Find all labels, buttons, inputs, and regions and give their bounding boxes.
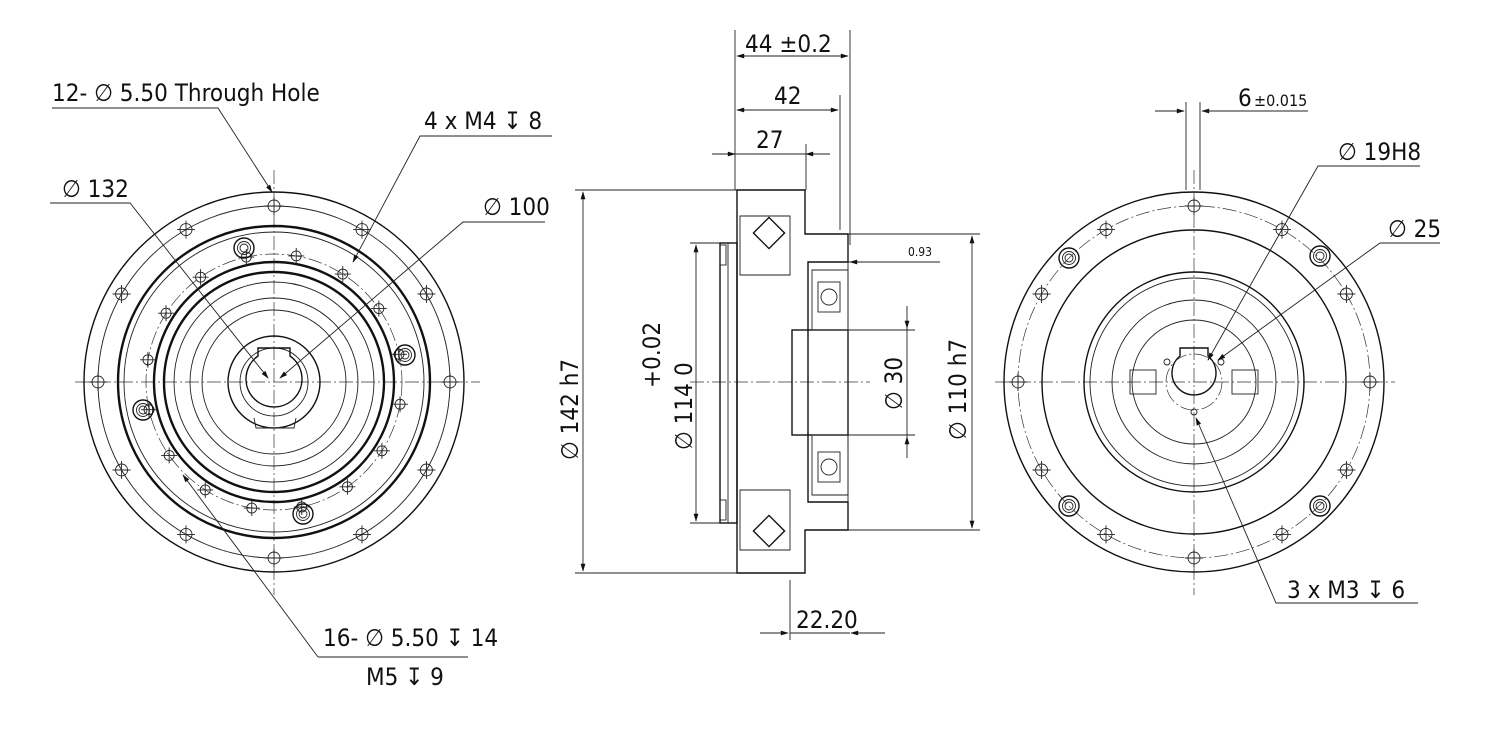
- front-tapped-holes: [139, 247, 409, 517]
- through-hole: [1185, 549, 1203, 567]
- through-hole: [1273, 525, 1291, 544]
- dim-30: ∅ 30: [880, 357, 908, 410]
- rear-view: [995, 170, 1395, 595]
- through-hole: [417, 285, 436, 303]
- dim-114-tol-upper: +0.02: [638, 322, 666, 388]
- tapped-hole: [288, 247, 305, 264]
- dim-22-20: 22.20: [796, 606, 858, 634]
- dim-42: 42: [774, 82, 801, 110]
- through-hole: [1032, 461, 1051, 479]
- through-hole-callout: 12- ∅ 5.50 Through Hole: [52, 79, 320, 107]
- tapped-hole: [139, 351, 156, 368]
- rear-callouts: 6 ±0.015 ∅ 19H8 ∅ 25 3 x M3 ↧ 6: [1155, 84, 1441, 604]
- dim-27: 27: [756, 126, 783, 154]
- through-hole: [112, 461, 131, 479]
- section-view: [690, 189, 870, 574]
- tapped-hole: [158, 305, 175, 322]
- blind-hole-callout: 16- ∅ 5.50 ↧ 14: [323, 624, 498, 652]
- through-hole: [353, 525, 371, 544]
- front-tapped-callout: 4 x M4 ↧ 8: [424, 107, 542, 135]
- dim-114-tol-lower: 0: [670, 362, 698, 376]
- rear-body-ring: [1083, 271, 1305, 493]
- tapped-hole: [373, 442, 390, 459]
- through-hole: [1337, 285, 1356, 303]
- front-body-ring: [116, 224, 432, 540]
- dim-110: ∅ 110 h7: [944, 339, 972, 440]
- through-hole: [89, 373, 107, 391]
- dim-114: ∅ 114: [670, 383, 698, 450]
- dim-44: 44 ±0.2: [745, 30, 832, 58]
- tapped-hole: [192, 269, 209, 286]
- tapped-hole: [243, 500, 260, 517]
- rear-dia-25-label: ∅ 25: [1388, 215, 1441, 243]
- front-callouts: 12- ∅ 5.50 Through Hole 4 x M4 ↧ 8 ∅ 132…: [50, 79, 552, 691]
- dim-093: 0.93: [908, 245, 932, 259]
- hub-section: [791, 329, 849, 436]
- output-flange: [719, 242, 738, 524]
- dim-142: ∅ 142 h7: [556, 359, 584, 460]
- rear-counterbores: [1058, 245, 1331, 517]
- through-hole: [1337, 461, 1356, 479]
- upper-bearing-hatch: [739, 215, 791, 276]
- through-hole: [1185, 197, 1203, 215]
- through-hole: [1097, 220, 1115, 239]
- through-hole: [1009, 373, 1027, 391]
- through-hole: [112, 285, 131, 303]
- rear-outer-flange: [1003, 191, 1385, 573]
- front-bolt-circle-inner: [145, 253, 403, 511]
- front-dia-132-label: ∅ 132: [62, 175, 129, 203]
- through-hole: [265, 549, 283, 567]
- rear-through-holes: [1009, 197, 1379, 567]
- through-hole: [353, 220, 371, 239]
- tapped-hole: [392, 396, 409, 413]
- through-hole: [265, 197, 283, 215]
- through-hole: [1032, 285, 1051, 303]
- rear-tapped-callout: 3 x M3 ↧ 6: [1287, 576, 1405, 604]
- rear-bore-label: ∅ 19H8: [1338, 138, 1421, 166]
- tapped-hole: [334, 266, 351, 283]
- front-through-holes: [89, 197, 459, 567]
- through-hole: [177, 525, 195, 544]
- through-hole: [441, 373, 459, 391]
- tapped-hole: [197, 481, 214, 498]
- through-hole: [1361, 373, 1379, 391]
- through-hole: [1097, 525, 1115, 544]
- key-width-dim: 6: [1238, 84, 1252, 112]
- thread-callout: M5 ↧ 9: [366, 663, 444, 691]
- tapped-hole: [370, 300, 387, 317]
- section-dimensions: 44 ±0.2 42 27 0.93 ∅ 142 h7 ∅ 114 +0.02 …: [556, 30, 980, 640]
- key-width-tol: ±0.015: [1254, 91, 1307, 110]
- tapped-hole: [161, 447, 178, 464]
- front-outer-flange: [83, 191, 465, 573]
- tapped-hole: [141, 401, 158, 418]
- front-view: [75, 170, 480, 595]
- through-hole: [177, 220, 195, 239]
- front-dia-100-label: ∅ 100: [483, 193, 550, 221]
- front-output-ring: [152, 260, 396, 504]
- through-hole: [417, 461, 436, 479]
- lower-bearing-hatch: [739, 489, 791, 551]
- housing-outline: [736, 189, 849, 574]
- tapped-hole: [339, 478, 356, 495]
